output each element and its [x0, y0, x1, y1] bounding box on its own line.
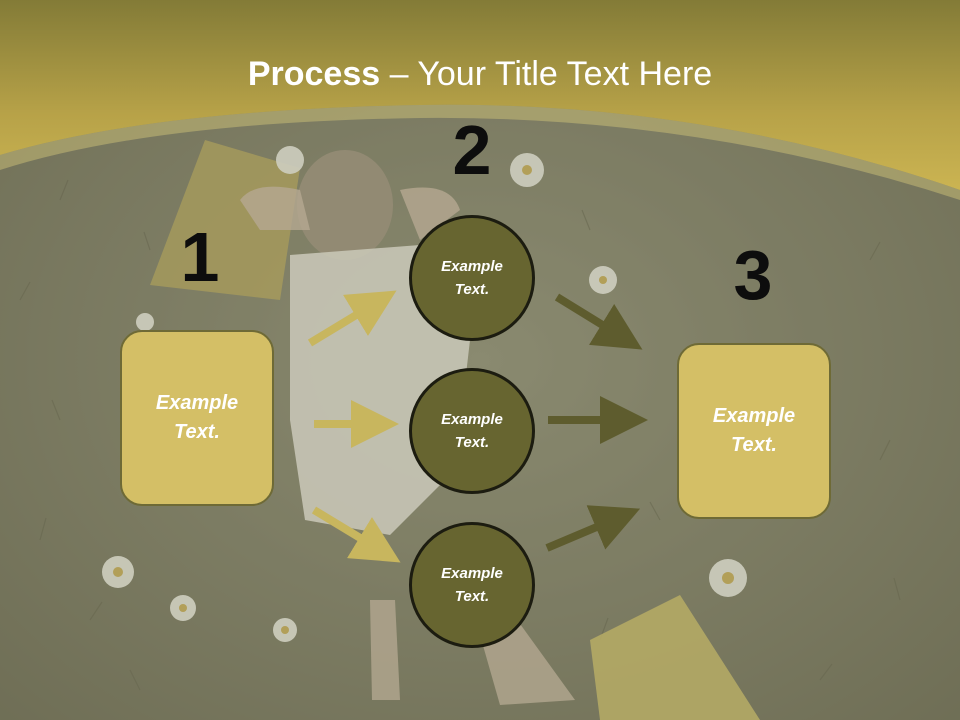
title-bold: Process — [247, 55, 381, 93]
step-box-right-label: Example Text. — [712, 405, 796, 456]
step-box-right: Example Text. — [677, 343, 831, 519]
process-circle-top: Example Text. — [409, 215, 535, 341]
step-number-2: 2 — [452, 111, 492, 189]
process-circle-middle: Example Text. — [409, 368, 535, 494]
process-circle-bottom: Example Text. — [409, 522, 535, 648]
slide-title: Process – Your Title Text Here — [0, 54, 960, 94]
arrow-right-top — [554, 293, 643, 350]
process-circle-bottom-label: Example Text. — [441, 565, 503, 605]
arrow-left-bottom — [311, 506, 401, 563]
arrow-left-top — [307, 290, 397, 347]
step-box-left-label: Example Text. — [155, 392, 239, 443]
arrow-right-bottom — [545, 505, 641, 552]
process-circle-middle-label: Example Text. — [441, 411, 503, 451]
step-number-1: 1 — [180, 218, 220, 296]
process-circle-top-label: Example Text. — [441, 258, 503, 298]
step-box-left: Example Text. — [120, 330, 274, 506]
title-rest: – Your Title Text Here — [380, 55, 713, 93]
step-number-3: 3 — [733, 236, 773, 314]
